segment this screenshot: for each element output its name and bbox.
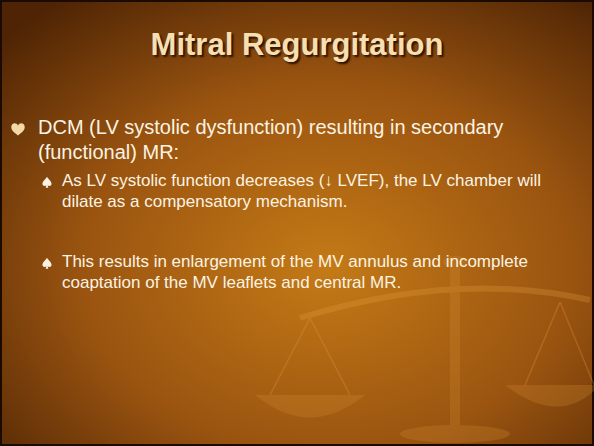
- scales-beam: [300, 288, 590, 318]
- slide-title: Mitral Regurgitation: [10, 27, 584, 63]
- heart-bullet: [11, 123, 25, 135]
- bullet-text: DCM (LV systolic dysfunction) resulting …: [38, 115, 586, 165]
- scales-string: [525, 302, 560, 385]
- scales-pan: [255, 395, 365, 418]
- scales-string: [310, 318, 350, 395]
- scales-string: [560, 302, 594, 385]
- spade-bullet: [42, 177, 51, 188]
- scales-string: [270, 318, 310, 395]
- spade-bullet: [42, 258, 51, 269]
- scales-base: [400, 425, 510, 443]
- sub-bullet-text: As LV systolic function decreases (↓ LVE…: [62, 170, 582, 212]
- scales-pan: [505, 385, 594, 407]
- sub-bullet-text: This results in enlargement of the MV an…: [62, 251, 582, 293]
